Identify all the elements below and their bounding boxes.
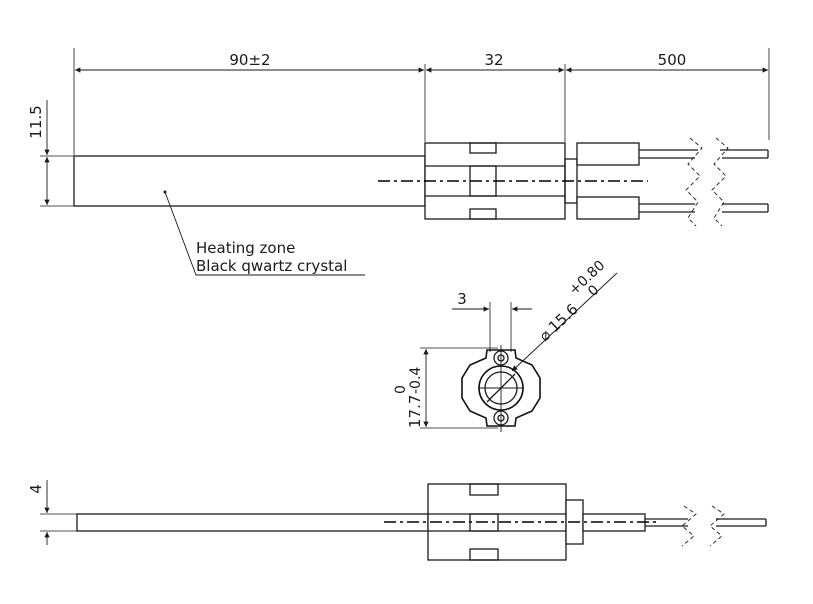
side-view: 4	[27, 480, 767, 561]
break-mark	[681, 505, 697, 547]
dim-height-tol-lower: -0.4	[408, 367, 424, 394]
dim-bore-tol-lower: 0	[585, 282, 602, 300]
top-view: 90±2 32 500 11.5	[27, 48, 770, 276]
end-view: 3 ⌀ 15.6 +0.80 0 17.7 -0.4 0	[393, 258, 618, 432]
dim-height-label-group: 17.7 -0.4 0	[393, 367, 424, 428]
side-body-notch	[469, 483, 499, 496]
dim-line-bore	[511, 272, 618, 372]
side-rod	[76, 513, 429, 532]
callout-leader	[164, 191, 365, 276]
body-notch	[469, 208, 497, 220]
lead-sleeve-lower	[576, 196, 640, 220]
dim-bore-value: 15.6	[545, 300, 582, 336]
callout-line1: Heating zone	[196, 239, 295, 257]
heating-rod	[73, 155, 426, 207]
dim-body-length-label: 32	[484, 51, 503, 69]
dim-height-tol-upper: 0	[393, 385, 409, 394]
dim-height-value: 17.7	[406, 395, 424, 428]
side-body-notch	[469, 548, 499, 561]
end-body-outline	[461, 349, 541, 427]
dim-slot-width-label: 3	[457, 290, 467, 308]
dim-diameter-label: 11.5	[27, 105, 45, 138]
dim-bore-tol-upper: +0.80	[566, 258, 608, 299]
callout-line2: Black qwartz crystal	[196, 257, 347, 275]
dim-bore-label-group: ⌀ 15.6 +0.80 0	[535, 258, 608, 345]
dim-heater-length-label: 90±2	[229, 51, 270, 69]
break-mark	[711, 137, 729, 227]
lead-sleeve-upper	[576, 142, 640, 166]
break-mark	[685, 137, 703, 227]
dim-lead-length-label: 500	[658, 51, 687, 69]
body-notch	[469, 142, 497, 154]
break-mark	[709, 505, 725, 547]
dim-thickness-label: 4	[27, 484, 45, 494]
